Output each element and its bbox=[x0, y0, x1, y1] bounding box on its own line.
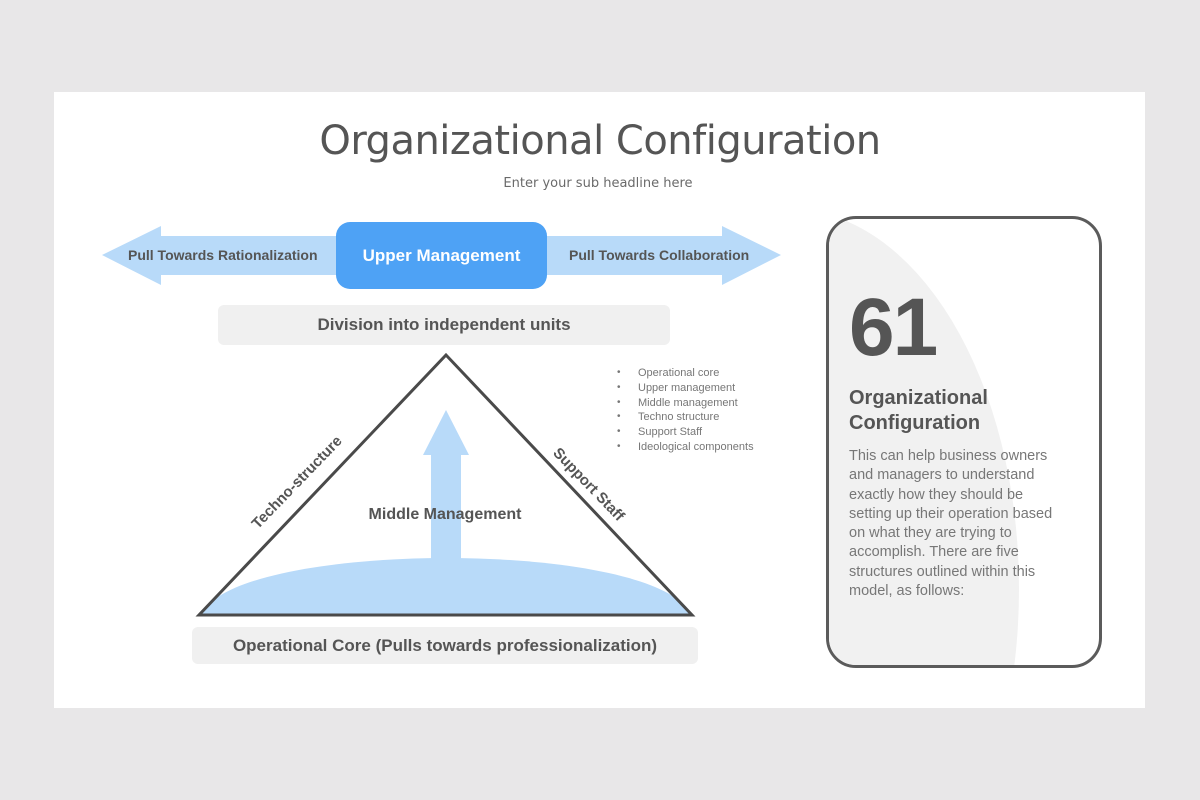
up-arrow-shape bbox=[423, 410, 469, 560]
pyramid-triangle bbox=[195, 352, 696, 617]
base-dome-shape bbox=[200, 558, 692, 615]
structure-list: Operational core Upper management Middle… bbox=[615, 366, 754, 455]
division-bar: Division into independent units bbox=[218, 305, 670, 345]
list-item: Support Staff bbox=[615, 425, 754, 440]
operational-core-bar: Operational Core (Pulls towards professi… bbox=[192, 627, 698, 664]
right-arrow-label: Pull Towards Collaboration bbox=[569, 247, 750, 263]
card-title-line1: Organizational bbox=[849, 387, 988, 409]
right-arrow-shape bbox=[540, 226, 781, 285]
page-subtitle: Enter your sub headline here bbox=[503, 176, 693, 191]
page-title: Organizational Configuration bbox=[319, 118, 881, 164]
middle-management-label: Middle Management bbox=[368, 506, 522, 523]
left-arrow-shape bbox=[102, 226, 345, 285]
list-item: Middle management bbox=[615, 396, 754, 411]
card-title-line2: Configuration bbox=[849, 412, 981, 434]
card-body: This can help business owners and manage… bbox=[849, 448, 1053, 600]
card-title: Organizational Configuration bbox=[849, 386, 988, 436]
left-arrow-label: Pull Towards Rationalization bbox=[128, 247, 318, 263]
upper-management-box: Upper Management bbox=[336, 222, 547, 289]
card-number: 61 bbox=[849, 282, 938, 373]
info-card: 61 Organizational Configuration This can… bbox=[826, 216, 1102, 668]
list-item: Techno structure bbox=[615, 410, 754, 425]
list-item: Upper management bbox=[615, 381, 754, 396]
list-item: Operational core bbox=[615, 366, 754, 381]
list-item: Ideological components bbox=[615, 440, 754, 455]
